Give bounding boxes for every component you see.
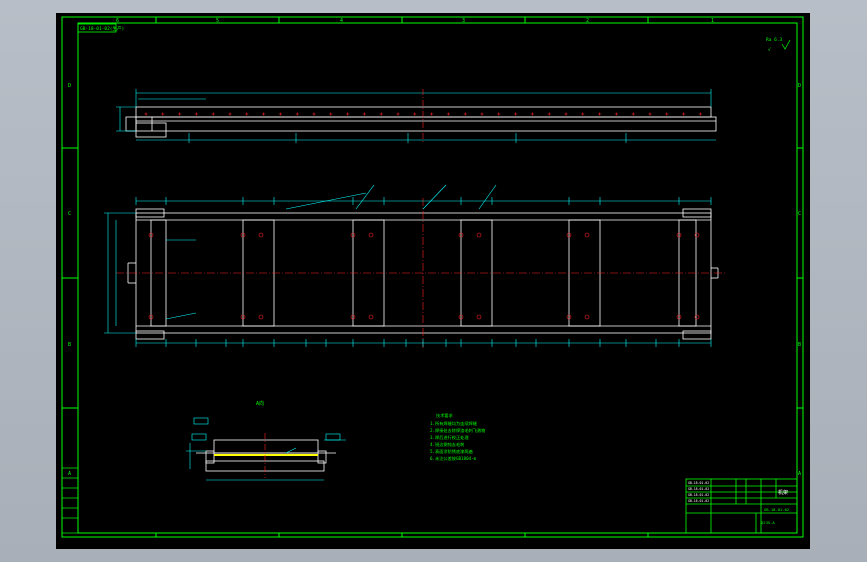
title-block-title: 机架	[778, 489, 788, 496]
title-block: GB-18-01-02 GB-18-01-02 GB-18-01-02 GB-1…	[685, 478, 798, 534]
bolt-hole	[566, 314, 572, 320]
bolt-hole	[368, 314, 374, 320]
roughness-symbol: Ra 6.3 √	[766, 37, 791, 53]
svg-text:√: √	[768, 47, 771, 53]
bolt-hole	[368, 232, 374, 238]
svg-text:2: 2	[586, 18, 589, 24]
bolt-hole	[350, 314, 356, 320]
svg-text:GB-18-01-02: GB-18-01-02	[688, 481, 709, 485]
bolt-hole	[458, 232, 464, 238]
plan-view	[104, 184, 726, 348]
svg-text:4: 4	[340, 18, 343, 24]
svg-text:2.焊接处去除焊渣毛刺飞溅物: 2.焊接处去除焊渣毛刺飞溅物	[430, 427, 485, 434]
svg-text:1.所有焊缝均为连续焊缝: 1.所有焊缝均为连续焊缝	[430, 420, 478, 427]
cad-drawing: D C B A D C B A 6 5 4 3 2 1 GB-18-01-02(…	[61, 16, 804, 538]
bolt-hole	[148, 232, 154, 238]
bolt-hole	[566, 232, 572, 238]
svg-text:GB-18-01-02: GB-18-01-02	[688, 499, 709, 503]
svg-text:1: 1	[711, 18, 714, 24]
bolt-hole	[240, 314, 246, 320]
svg-text:4.锐边倒钝去毛刺: 4.锐边倒钝去毛刺	[430, 441, 464, 448]
bolt-hole	[458, 314, 464, 320]
svg-text:Ra 6.3: Ra 6.3	[766, 37, 783, 43]
section-title: A向	[256, 400, 264, 407]
drawing-code-label: GB-18-01-02(生产)	[77, 23, 124, 33]
bolt-hole	[148, 314, 154, 320]
border-frame	[61, 16, 804, 538]
svg-text:GB-18-01-02: GB-18-01-02	[688, 487, 709, 491]
svg-text:6: 6	[116, 18, 119, 24]
side-view	[116, 89, 717, 143]
svg-text:3: 3	[462, 18, 465, 24]
svg-text:GB-18-01-02(生产): GB-18-01-02(生产)	[80, 25, 124, 32]
bolt-hole	[694, 314, 700, 320]
svg-text:B: B	[798, 342, 801, 348]
section-view-a: A向	[186, 400, 346, 481]
svg-text:技术要求: 技术要求	[436, 412, 454, 419]
svg-text:A: A	[68, 471, 71, 477]
bolt-hole	[258, 232, 264, 238]
svg-text:GB-18-01-02: GB-18-01-02	[688, 493, 709, 497]
bolt-hole	[584, 314, 590, 320]
zone-labels: D C B A D C B A 6 5 4 3 2 1	[68, 18, 801, 477]
bolt-hole	[240, 232, 246, 238]
revision-strip	[61, 467, 79, 534]
svg-text:D: D	[68, 83, 71, 89]
bolt-hole	[676, 314, 682, 320]
bolt-hole	[258, 314, 264, 320]
svg-text:D: D	[798, 83, 801, 89]
bolt-hole	[694, 232, 700, 238]
bolt-hole	[676, 232, 682, 238]
svg-text:C: C	[798, 211, 801, 217]
svg-text:5.表面涂防锈底漆两遍: 5.表面涂防锈底漆两遍	[430, 448, 474, 455]
svg-text:A: A	[798, 471, 801, 477]
bolt-hole	[350, 232, 356, 238]
technical-notes: 技术要求 1.所有焊缝均为连续焊缝 2.焊接处去除焊渣毛刺飞溅物 3.焊后进行校…	[430, 412, 485, 462]
bolt-hole	[476, 314, 482, 320]
svg-text:B: B	[68, 342, 71, 348]
svg-text:6.未注公差按GB1804-m: 6.未注公差按GB1804-m	[430, 455, 477, 462]
svg-text:5: 5	[216, 18, 219, 24]
bolt-hole	[476, 232, 482, 238]
svg-text:C: C	[68, 211, 71, 217]
svg-text:3.焊后进行校正处理: 3.焊后进行校正处理	[430, 434, 469, 441]
title-block-drawing-no: GB-18-01-02	[764, 507, 789, 512]
title-block-material: Q235-A	[761, 520, 775, 525]
drawing-sheet[interactable]: D C B A D C B A 6 5 4 3 2 1 GB-18-01-02(…	[56, 13, 810, 549]
bolt-hole	[584, 232, 590, 238]
